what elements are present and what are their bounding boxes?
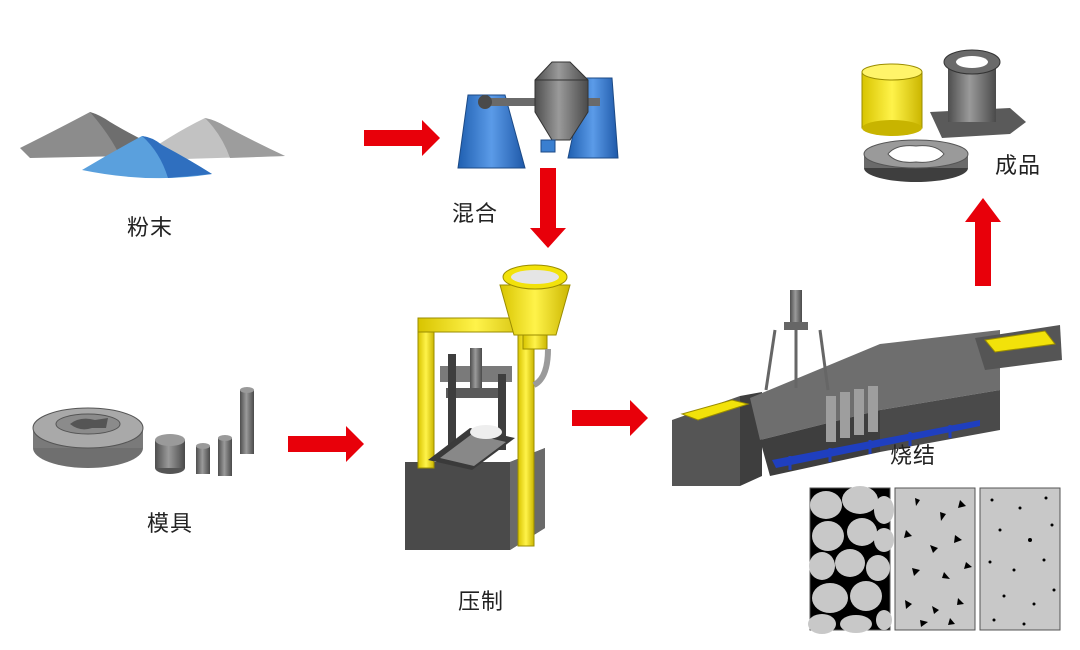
- arrow-mixing-to-pressing: [530, 168, 566, 248]
- press-machine: [405, 264, 571, 550]
- arrow-pressing-to-sintering: [572, 400, 648, 436]
- label-product: 成品: [995, 154, 1042, 179]
- label-powder: 粉末: [127, 216, 174, 241]
- arrow-mold-to-pressing: [288, 426, 364, 462]
- finished-products: [861, 49, 1026, 182]
- label-sintering: 烧结: [890, 444, 937, 469]
- mixer-machine: [457, 61, 619, 169]
- microstructure-panel-3: [979, 487, 1061, 631]
- sintering-furnace: [672, 290, 1062, 486]
- powder-piles: [20, 112, 285, 179]
- label-pressing: 压制: [458, 590, 505, 615]
- flow-arrows: [288, 120, 1001, 462]
- label-mold: 模具: [147, 512, 194, 537]
- label-mixing: 混合: [452, 202, 499, 227]
- microstructure-panels: [808, 486, 1061, 634]
- arrow-powder-to-mixing: [364, 120, 440, 156]
- furnace-legs: [788, 425, 952, 470]
- arrow-sintering-to-product: [965, 198, 1001, 286]
- furnace-fins: [826, 386, 878, 442]
- mold-die-set: [32, 387, 254, 476]
